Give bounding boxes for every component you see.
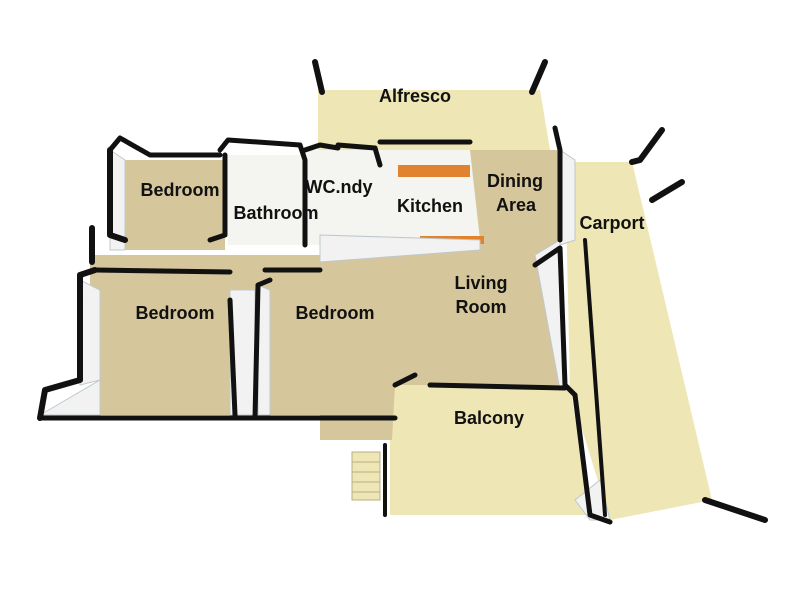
- label-kitchen: Kitchen: [397, 196, 463, 216]
- wall-faces: [38, 149, 611, 521]
- kitchen-bench: [398, 165, 470, 177]
- label-bedroom-2: Bedroom: [135, 303, 214, 323]
- label-dining-area: Area: [496, 195, 537, 215]
- label-bedroom-3: Bedroom: [295, 303, 374, 323]
- wc-floor: [305, 150, 375, 245]
- dining-floor: [470, 150, 560, 240]
- kitchen-floor: [375, 150, 480, 240]
- stairs: [351, 451, 381, 501]
- carport-area: [565, 162, 712, 520]
- label-living-room: Room: [456, 297, 507, 317]
- label-bedroom-1: Bedroom: [140, 180, 219, 200]
- walls: [37, 59, 768, 525]
- bathroom-floor: [228, 155, 305, 245]
- label-dining: Dining: [487, 171, 543, 191]
- bedroom-2-floor: [100, 290, 255, 415]
- label-living: Living: [455, 273, 508, 293]
- label-carport: Carport: [579, 213, 644, 233]
- bedroom-3-floor: [270, 290, 392, 415]
- bedroom-1-floor: [125, 160, 225, 250]
- label-alfresco: Alfresco: [379, 86, 451, 106]
- label-wc-ldy: WC.ndy: [306, 177, 373, 197]
- label-bathroom: Bathroom: [234, 203, 319, 223]
- balcony-area: [390, 385, 590, 515]
- label-balcony: Balcony: [454, 408, 524, 428]
